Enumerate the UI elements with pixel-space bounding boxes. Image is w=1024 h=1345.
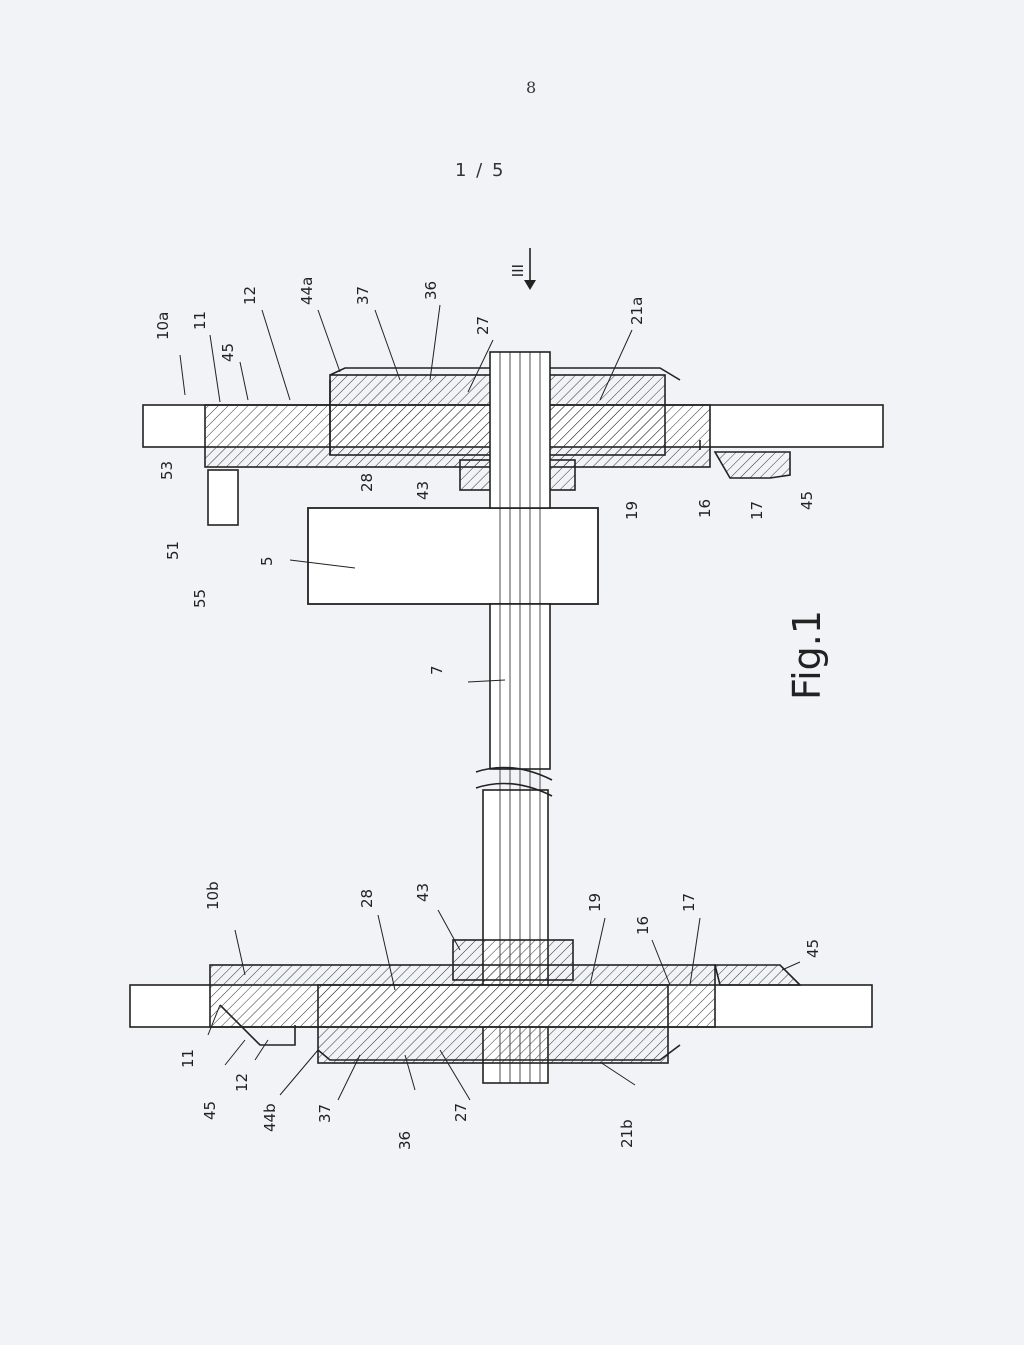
- label-28-a: 28: [358, 473, 376, 492]
- label-21a: 21a: [628, 297, 646, 325]
- label-53: 53: [158, 461, 176, 480]
- label-12-b: 12: [233, 1073, 251, 1092]
- label-11-b: 11: [179, 1049, 197, 1068]
- page-number: 8: [526, 78, 537, 97]
- component-5-box: [307, 507, 599, 605]
- cover-44b: [317, 1044, 681, 1061]
- label-55: 55: [191, 589, 209, 608]
- label-17-a: 17: [748, 501, 766, 520]
- clip-45-left-b: [219, 1004, 296, 1046]
- label-19-b: 19: [586, 893, 604, 912]
- pin-55: [207, 469, 239, 526]
- label-45-b: 45: [201, 1101, 219, 1120]
- label-19-a: 19: [623, 501, 641, 520]
- label-16-b: 16: [634, 916, 652, 935]
- assembly-10b: [129, 939, 873, 1064]
- labels-bottom: 10b 28 43 19 16 17 45 11 45 12 44b 37 36…: [179, 881, 822, 1150]
- label-45-a: 45: [219, 343, 237, 362]
- label-36-a: 36: [422, 281, 440, 300]
- sheet-count: 1 / 5: [455, 160, 506, 181]
- label-10a: 10a: [154, 312, 172, 340]
- label-27-b: 27: [452, 1103, 470, 1122]
- seal-43-b: [452, 939, 574, 981]
- label-51: 51: [164, 541, 182, 560]
- label-28-b: 28: [358, 889, 376, 908]
- label-16-a: 16: [696, 499, 714, 518]
- label-27-a: 27: [474, 316, 492, 335]
- view-marker-label: III: [508, 264, 526, 277]
- label-43-a: 43: [414, 481, 432, 500]
- label-5: 5: [258, 556, 276, 566]
- label-10b: 10b: [204, 881, 222, 910]
- leader-lines: [179, 304, 801, 1101]
- label-36-b: 36: [396, 1131, 414, 1150]
- label-21b: 21b: [618, 1119, 636, 1148]
- clip-45-b: [713, 964, 802, 986]
- edge-lines-a: [329, 380, 701, 455]
- figure-label: Fig.1: [785, 610, 829, 700]
- label-17-b: 17: [680, 893, 698, 912]
- clip-45-a: [713, 451, 791, 479]
- label-44b: 44b: [261, 1103, 279, 1132]
- view-marker-iii: III: [508, 248, 536, 290]
- label-45-b-right: 45: [804, 939, 822, 958]
- label-44a: 44a: [298, 277, 316, 305]
- label-37-a: 37: [354, 286, 372, 305]
- label-43-b: 43: [414, 883, 432, 902]
- label-11-a: 11: [191, 311, 209, 330]
- spring-housing-b: [317, 984, 669, 1064]
- labels-top: 10a 11 45 12 44a 37 36 27 21a 53 28 43 1…: [154, 277, 816, 675]
- label-12-a: 12: [241, 286, 259, 305]
- label-45-a-right: 45: [798, 491, 816, 510]
- label-37-b: 37: [316, 1104, 334, 1123]
- label-7: 7: [428, 665, 446, 675]
